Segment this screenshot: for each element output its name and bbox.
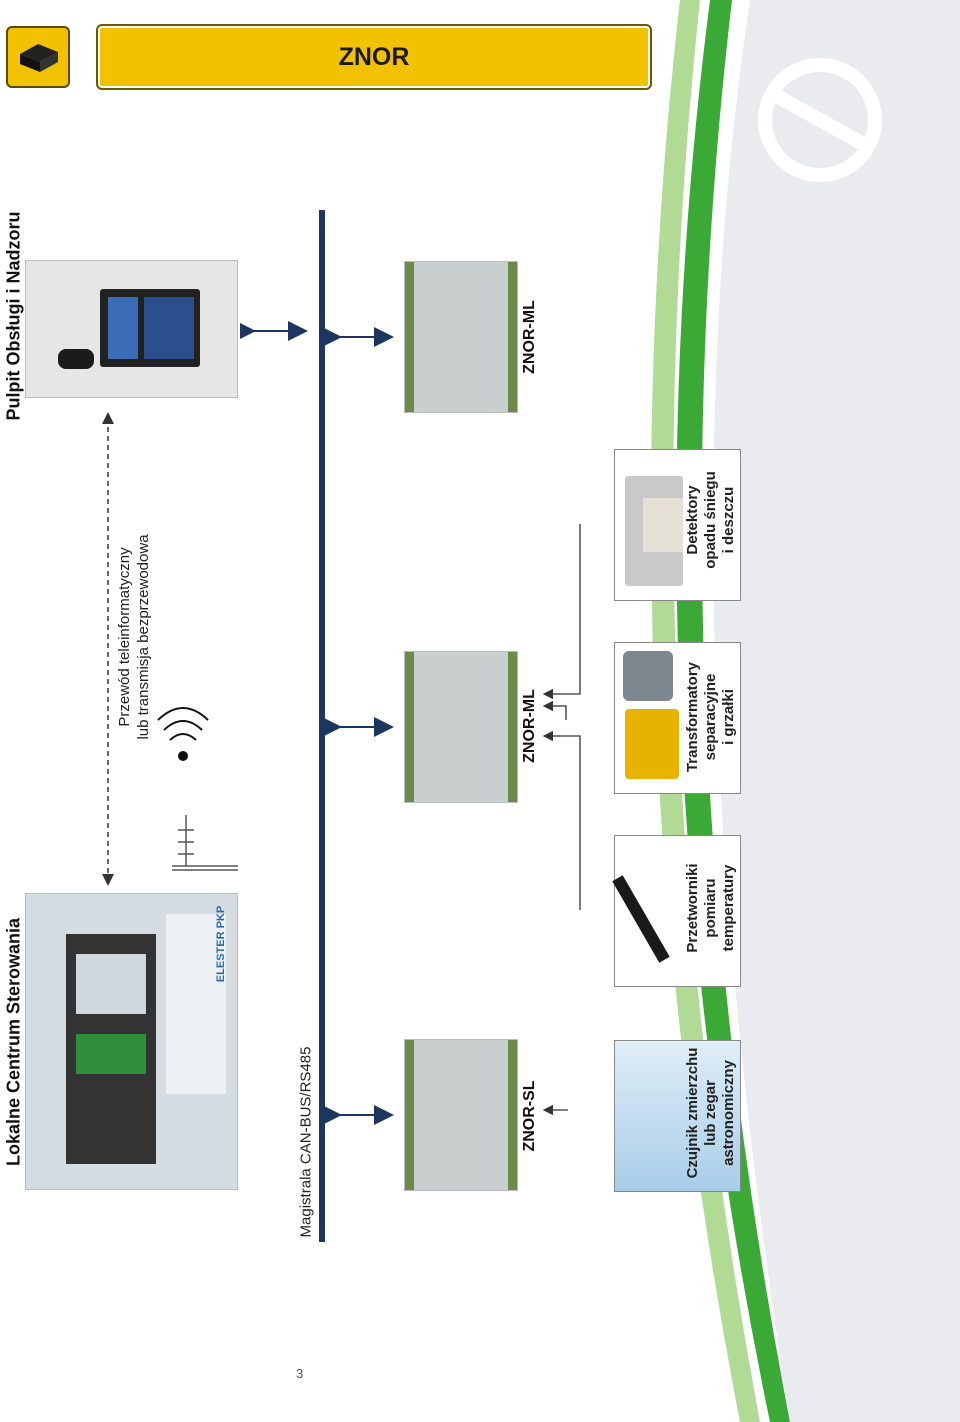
device-card-transformatory [614, 642, 741, 794]
caption-przetworniki: Przetworniki pomiaru temperatury [684, 863, 738, 952]
company-logo-icon [758, 58, 882, 182]
cabinet-photo-ml-top [404, 261, 518, 413]
box-icon [6, 26, 70, 88]
caption-line: Czujnik zmierzchu [684, 1047, 701, 1179]
connection-graphics [102, 412, 238, 886]
bus-arrows [240, 321, 394, 1125]
caption-line: astronomiczny [720, 1060, 737, 1166]
lcs-title: Lokalne Centrum Sterowania [3, 917, 24, 1167]
control-room-photo: ELESTER PKP [25, 893, 238, 1190]
header-bar [96, 24, 652, 90]
caption-line: separacyjne [702, 673, 719, 761]
caption-line: pomiaru [702, 878, 719, 938]
caption-czujnik: Czujnik zmierzchu lub zegar astronomiczn… [684, 1048, 738, 1179]
panel-photo [25, 260, 238, 398]
caption-detektory: Detektory opadu śniegu i deszczu [684, 471, 738, 569]
caption-line: temperatury [720, 864, 737, 952]
znor-ml-label-top: ZNOR-ML [521, 300, 538, 374]
znor-sl-label: ZNOR-SL [521, 1080, 538, 1152]
wireless-icon [157, 707, 209, 761]
caption-transformatory: Transformatory separacyjne i grzałki [684, 662, 738, 772]
page-number: 3 [296, 1366, 304, 1381]
caption-line: Przetworniki [684, 863, 701, 953]
cabinet-photo-sl [404, 1039, 518, 1191]
cabinet-photo-ml-middle [404, 651, 518, 803]
caption-line: i grzałki [720, 689, 737, 745]
device-card-czujnik [614, 1040, 741, 1192]
pulpit-title: Pulpit Obsługi i Nadzoru [3, 211, 24, 421]
caption-line: opadu śniegu [702, 471, 719, 569]
znor-ml-label-middle: ZNOR-ML [521, 689, 538, 763]
antenna-icon [172, 815, 238, 871]
elester-logo: ELESTER PKP [215, 905, 227, 983]
device-card-detektory [614, 449, 741, 601]
device-connectors [542, 524, 581, 1116]
page-title: ZNOR [338, 43, 410, 71]
device-card-przetworniki [612, 835, 741, 987]
caption-line: Transformatory [684, 661, 701, 773]
caption-line: Detektory [684, 485, 701, 555]
caption-line: i deszczu [720, 486, 737, 554]
caption-line: lub zegar [702, 1080, 719, 1146]
